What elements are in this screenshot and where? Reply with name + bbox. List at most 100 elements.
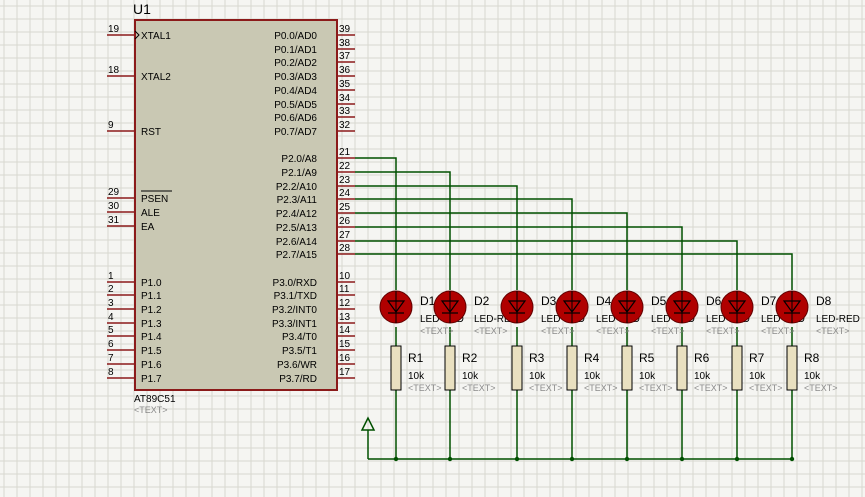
pin-label: P0.1/AD1 <box>274 45 317 56</box>
resistor-text-placeholder: <TEXT> <box>408 383 442 393</box>
pin-number: 6 <box>108 339 114 350</box>
pin-label: P3.0/RXD <box>273 278 317 289</box>
pin-number: 27 <box>339 230 351 241</box>
pin-label: P1.1 <box>141 291 162 302</box>
pin-number: 1 <box>108 271 114 282</box>
resistor-value: 10k <box>749 371 766 382</box>
resistor-icon <box>511 345 523 391</box>
resistor-text-placeholder: <TEXT> <box>694 383 728 393</box>
pin-number: 14 <box>339 325 351 336</box>
pin-number: 21 <box>339 147 351 158</box>
resistor-icon <box>444 345 456 391</box>
resistor-icon <box>621 345 633 391</box>
resistor-icon <box>390 345 402 391</box>
pin-number: 22 <box>339 161 351 172</box>
led-part: LED-RED <box>816 314 860 325</box>
pin-label: P3.4/T0 <box>282 332 317 343</box>
pin-number: 28 <box>339 243 351 254</box>
resistor-r1[interactable]: R1 10k<TEXT> <box>390 345 442 393</box>
led-text-placeholder: <TEXT> <box>420 326 454 336</box>
wire <box>355 198 573 290</box>
led-ref: D6 <box>706 294 722 308</box>
resistor-value: 10k <box>462 371 479 382</box>
pin-number: 25 <box>339 202 351 213</box>
pin-number: 24 <box>339 188 351 199</box>
pin-number: 4 <box>108 312 114 323</box>
mcu-u1[interactable]: U1 AT89C51 <TEXT> 19XTAL118XTAL29RST29PS… <box>107 1 355 415</box>
pin-label: P3.7/RD <box>279 374 317 385</box>
led-ref: D7 <box>761 294 777 308</box>
pin-label: P0.2/AD2 <box>274 58 317 69</box>
pin-number: 23 <box>339 175 351 186</box>
pin-label: P1.4 <box>141 332 162 343</box>
pin-label: P1.6 <box>141 360 162 371</box>
pin-number: 3 <box>108 298 114 309</box>
pin-label: P2.5/A13 <box>276 223 318 234</box>
pin-label: P0.3/AD3 <box>274 72 317 83</box>
pin-number: 7 <box>108 353 114 364</box>
pin-label: P0.7/AD7 <box>274 127 317 138</box>
resistor-value: 10k <box>408 371 425 382</box>
mcu-ref: U1 <box>133 1 151 17</box>
pin-label: XTAL1 <box>141 31 171 42</box>
led-text-placeholder: <TEXT> <box>761 326 795 336</box>
mcu-body[interactable] <box>134 19 338 391</box>
led-ref: D5 <box>651 294 667 308</box>
mcu-text-placeholder: <TEXT> <box>134 405 168 415</box>
resistor-value: 10k <box>694 371 711 382</box>
pin-number: 30 <box>108 201 120 212</box>
resistor-ref: R8 <box>804 351 820 365</box>
wire <box>355 240 738 290</box>
resistor-value: 10k <box>804 371 821 382</box>
wire <box>355 171 451 290</box>
pin-label: RST <box>141 127 161 138</box>
wire <box>355 226 683 290</box>
resistor-ref: R1 <box>408 351 424 365</box>
resistor-text-placeholder: <TEXT> <box>639 383 673 393</box>
resistor-value: 10k <box>529 371 546 382</box>
pin-label: P1.0 <box>141 278 162 289</box>
pin-number: 39 <box>339 24 351 35</box>
mcu-left-pins: 19XTAL118XTAL29RST29PSEN30ALE31EA1P1.02P… <box>107 24 172 385</box>
resistor-array: R110k<TEXT>R210k<TEXT>R310k<TEXT>R410k<T… <box>390 345 838 393</box>
led-array: D1LED-RED<TEXT>D2LED-RED<TEXT>D3LED-RED<… <box>379 290 860 336</box>
led-ref: D2 <box>474 294 490 308</box>
pin-number: 32 <box>339 120 351 131</box>
led-text-placeholder: <TEXT> <box>541 326 575 336</box>
pin-number: 34 <box>339 93 351 104</box>
resistor-text-placeholder: <TEXT> <box>529 383 563 393</box>
power-terminal-icon[interactable] <box>360 416 376 431</box>
resistor-ref: R4 <box>584 351 600 365</box>
pin-number: 36 <box>339 65 351 76</box>
pin-number: 2 <box>108 284 114 295</box>
resistor-r5[interactable]: R5 10k<TEXT> <box>621 345 673 393</box>
pin-number: 15 <box>339 339 351 350</box>
pin-number: 8 <box>108 367 114 378</box>
clock-mark <box>134 30 140 40</box>
pin-label: P0.5/AD5 <box>274 100 317 111</box>
pin-label: P3.3/INT1 <box>272 319 317 330</box>
pin-number: 5 <box>108 325 114 336</box>
resistor-icon <box>676 345 688 391</box>
led-ref: D4 <box>596 294 612 308</box>
pin-number: 29 <box>108 187 120 198</box>
led-text-placeholder: <TEXT> <box>596 326 630 336</box>
wire <box>355 253 793 290</box>
pin-label: P0.0/AD0 <box>274 31 317 42</box>
resistor-value: 10k <box>639 371 656 382</box>
resistor-icon <box>566 345 578 391</box>
pin-label: P2.0/A8 <box>281 154 317 165</box>
led-text-placeholder: <TEXT> <box>474 326 508 336</box>
power-arrow <box>360 416 376 431</box>
resistor-ref: R5 <box>639 351 655 365</box>
